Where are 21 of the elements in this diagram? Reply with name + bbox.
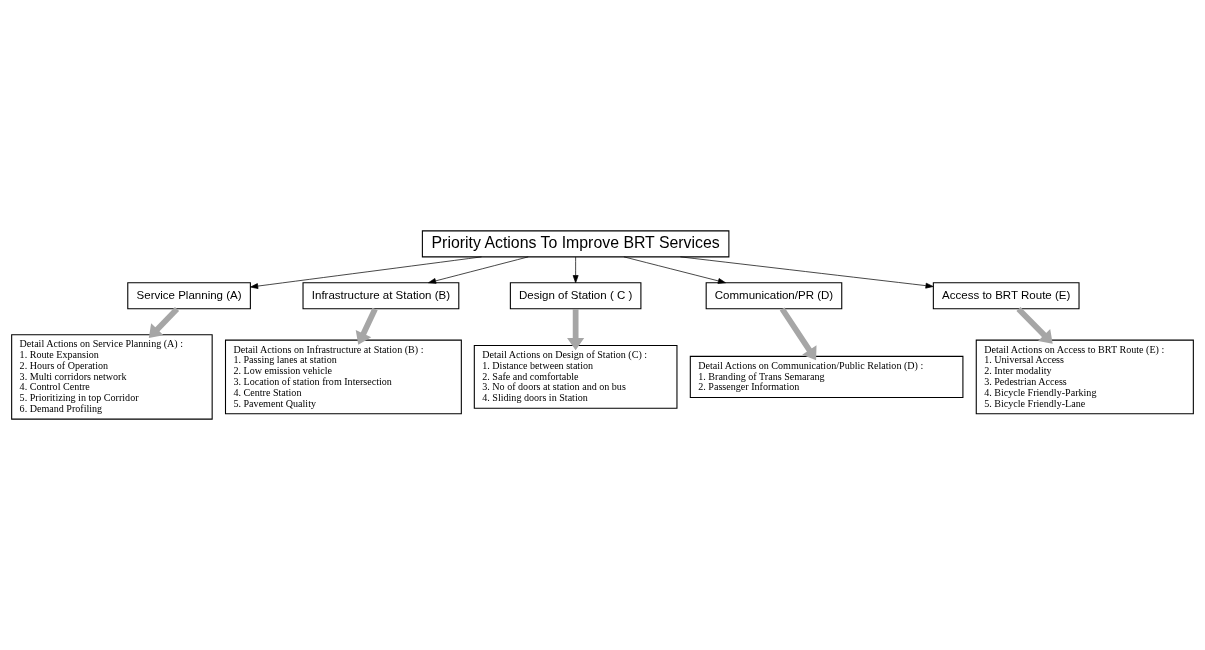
node-box: Communication/PR (D)	[705, 282, 843, 310]
node-box: Priority Actions To Improve BRT Services	[421, 230, 730, 258]
arrow	[680, 256, 934, 289]
arrow	[567, 308, 585, 351]
node-box: Detail Actions on Communication/Public Relation (D) : 1. Branding of Trans Semarang 2. Passenger Information	[689, 355, 964, 399]
node-box: Infrastructure at Station (B)	[302, 282, 460, 310]
node-box: Detail Actions on Access to BRT Route (E) : 1. Universal Access 2. Inter modality 3. Pedestrian Access 4. Bicycle Friendly-Parking 5. Bicycle Friendly-Lane	[975, 339, 1194, 415]
node-box: Access to BRT Route (E)	[932, 282, 1080, 310]
arrow	[148, 306, 180, 339]
node-box: Detail Actions on Design of Station (C) : 1. Distance between station 2. Safe and comfortable 3. No of doors at station and on bus 4. Sliding doors in Station	[473, 345, 678, 409]
arrow	[572, 256, 579, 284]
arrow	[779, 307, 817, 361]
arrow	[1016, 306, 1053, 344]
node-box: Detail Actions on Service Planning (A) : 1. Route Expansion 2. Hours of Operation 3. Multi corridors network 4. Control Centre 5. Prioritizing in top Corridor 6. Demand Profiling	[11, 334, 213, 420]
node-box: Detail Actions on Infrastructure at Station (B) : 1. Passing lanes at station 2. Low emission vehicle 3. Location of station from Intersection 4. Centre Station 5. Pavement Quality	[224, 339, 462, 415]
arrow	[355, 307, 378, 345]
arrow	[428, 256, 529, 284]
node-box: Service Planning (A)	[127, 282, 251, 310]
node-box: Design of Station ( C )	[509, 282, 642, 310]
arrow	[250, 256, 482, 289]
arrow	[623, 256, 726, 284]
